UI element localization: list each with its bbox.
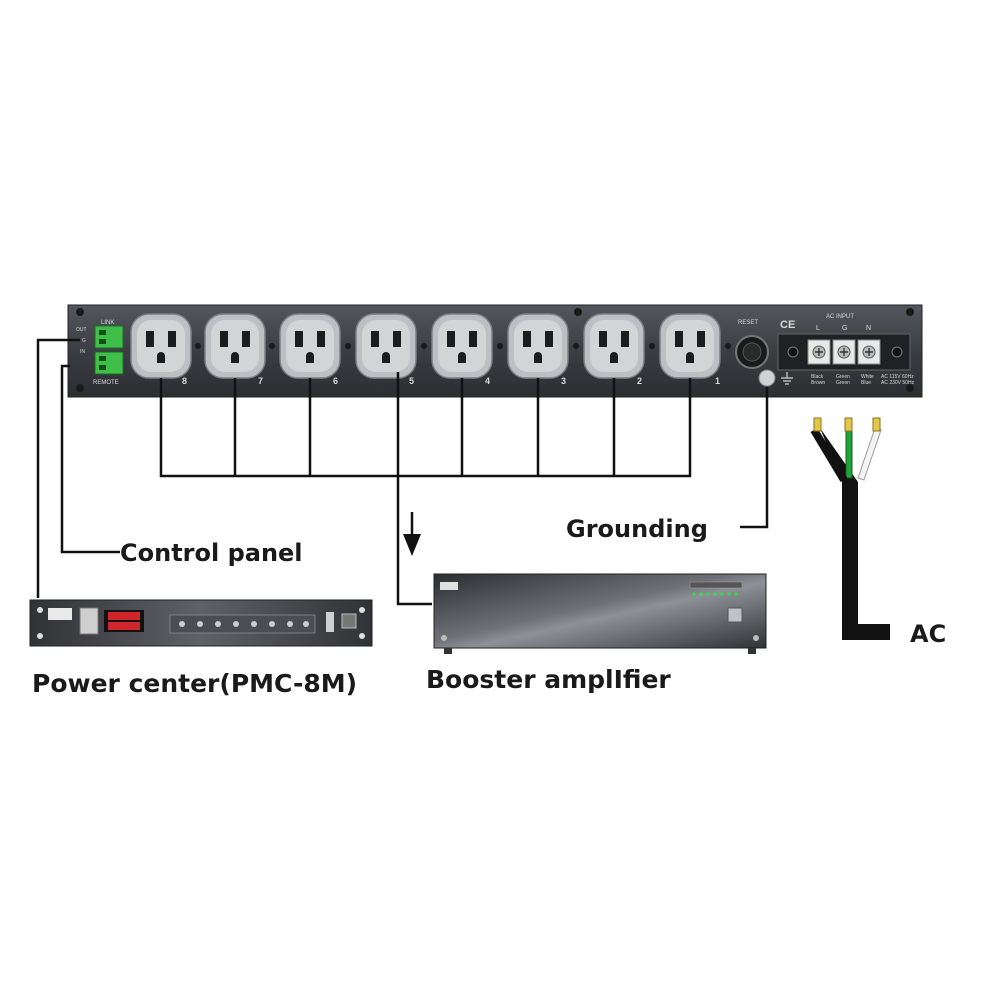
- wire-color-n: White: [861, 374, 874, 380]
- ac-input-label: AC INPUT: [826, 314, 854, 320]
- booster-amplifier-label: Booster amplIfier: [426, 665, 671, 694]
- reset-button: RESET: [735, 320, 769, 369]
- power-center-link-wire: [36, 338, 80, 598]
- down-arrow-icon: [403, 512, 421, 556]
- outlet-number: 8: [182, 376, 187, 386]
- outlet-number: 3: [561, 376, 566, 386]
- outlet-2: 2: [583, 313, 645, 386]
- power-center-label: Power center(PMC-8M): [32, 669, 357, 698]
- remote-terminal: [94, 351, 124, 375]
- ac-label: AC: [910, 620, 946, 648]
- control-panel-label: Control panel: [120, 539, 303, 567]
- terminal-letter: N: [866, 325, 871, 332]
- grounding-wire: [740, 387, 769, 529]
- reset-label: RESET: [738, 320, 758, 326]
- ground-stud: [758, 369, 793, 387]
- outlet-5: 5: [355, 313, 417, 386]
- out-label: OUT: [76, 327, 87, 333]
- outlet-number: 1: [715, 376, 720, 386]
- link-terminal: [94, 325, 124, 349]
- outlet-4: 4: [431, 313, 493, 386]
- outlet-8: 8: [130, 313, 192, 386]
- voltage-rating: AC 230V 50Hz: [881, 380, 915, 386]
- booster-amplifier-unit: [433, 573, 767, 654]
- outlet-6: 6: [279, 313, 341, 386]
- outlet-number: 4: [485, 376, 490, 386]
- g-label: G: [82, 338, 86, 344]
- outlet-number: 6: [333, 376, 338, 386]
- control-panel-wire: [60, 364, 120, 554]
- outlet-number: 2: [637, 376, 642, 386]
- outlet-bus-wiring: [159, 378, 692, 478]
- link-terminal-block: LINK OUT G IN REMOTE: [76, 320, 124, 386]
- ac-power-cord: [810, 417, 890, 640]
- wire-color-n: Blue: [861, 380, 871, 386]
- wire-color-g: Green: [836, 374, 850, 380]
- outlet-7: 7: [204, 313, 266, 386]
- outlet-number: 7: [258, 376, 263, 386]
- ground-symbol-icon: [781, 372, 793, 385]
- booster-feed-wire: [396, 372, 432, 606]
- link-label: LINK: [101, 320, 114, 326]
- outlet-number: 5: [409, 376, 414, 386]
- remote-label: REMOTE: [93, 380, 119, 386]
- wire-color-l: Brown: [811, 380, 825, 386]
- terminal-letter: G: [842, 325, 847, 332]
- wire-color-g: Green: [836, 380, 850, 386]
- grounding-label: Grounding: [566, 515, 708, 543]
- voltage-rating: AC 115V 60Hz: [881, 374, 914, 380]
- in-label: IN: [80, 349, 85, 355]
- outlet-1: 1: [659, 313, 721, 386]
- wire-color-l: Black: [811, 374, 824, 380]
- terminal-letter: L: [816, 325, 820, 332]
- outlet-3: 3: [507, 313, 569, 386]
- power-center-unit: [29, 599, 373, 647]
- ce-mark: CE: [780, 319, 795, 331]
- panel-screws: [195, 343, 731, 349]
- ac-input-block: AC INPUT L G N Black Brown Green Green W…: [777, 314, 915, 386]
